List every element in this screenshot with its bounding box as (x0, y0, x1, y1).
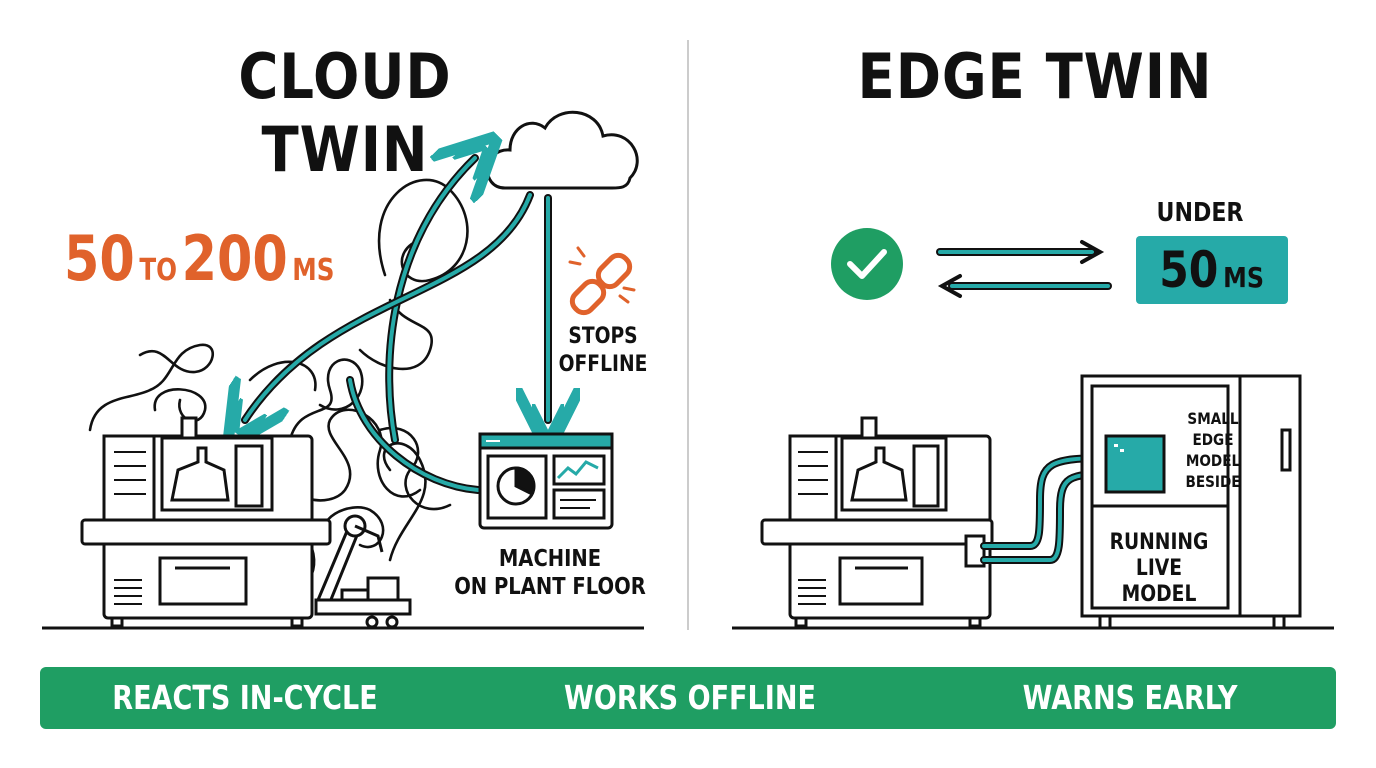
benefit-warns-early: WARNS EARLY (1022, 678, 1238, 717)
cloud-latency-value: 50 TO 200 MS (64, 222, 335, 295)
broken-link-icon (568, 246, 636, 316)
small-edge-model-label: SMALL EDGE MODEL BESIDE (1185, 409, 1241, 491)
cnc-machine-right-icon (760, 416, 994, 628)
benefits-bar: REACTS IN-CYCLE WORKS OFFLINE WARNS EARL… (40, 667, 1336, 729)
dashboard-icon (478, 432, 614, 530)
running-live-model-label: RUNNING LIVE MODEL (1109, 530, 1209, 607)
cloud-icon (486, 110, 639, 190)
edge-latency-badge: 50 MS (1136, 236, 1288, 304)
benefit-works-offline: WORKS OFFLINE (564, 678, 816, 717)
robot-arm-icon (314, 514, 412, 629)
edge-device-icon (1104, 434, 1166, 494)
edge-server-cabinet-icon (1080, 374, 1302, 630)
check-icon (831, 228, 903, 300)
benefit-reacts-in-cycle: REACTS IN-CYCLE (112, 678, 378, 717)
bidirectional-arrows-icon (936, 240, 1112, 298)
cloud-twin-title: CLOUD TWIN (238, 40, 452, 186)
cnc-machine-left-icon (80, 416, 332, 628)
machine-on-plant-floor-label: MACHINE ON PLANT FLOOR (454, 546, 646, 600)
stops-offline-label: STOPS OFFLINE (558, 324, 648, 377)
edge-latency-prefix: UNDER (1156, 198, 1244, 228)
edge-twin-title: EDGE TWIN (857, 40, 1213, 113)
cloud-data-arrows (245, 158, 548, 494)
